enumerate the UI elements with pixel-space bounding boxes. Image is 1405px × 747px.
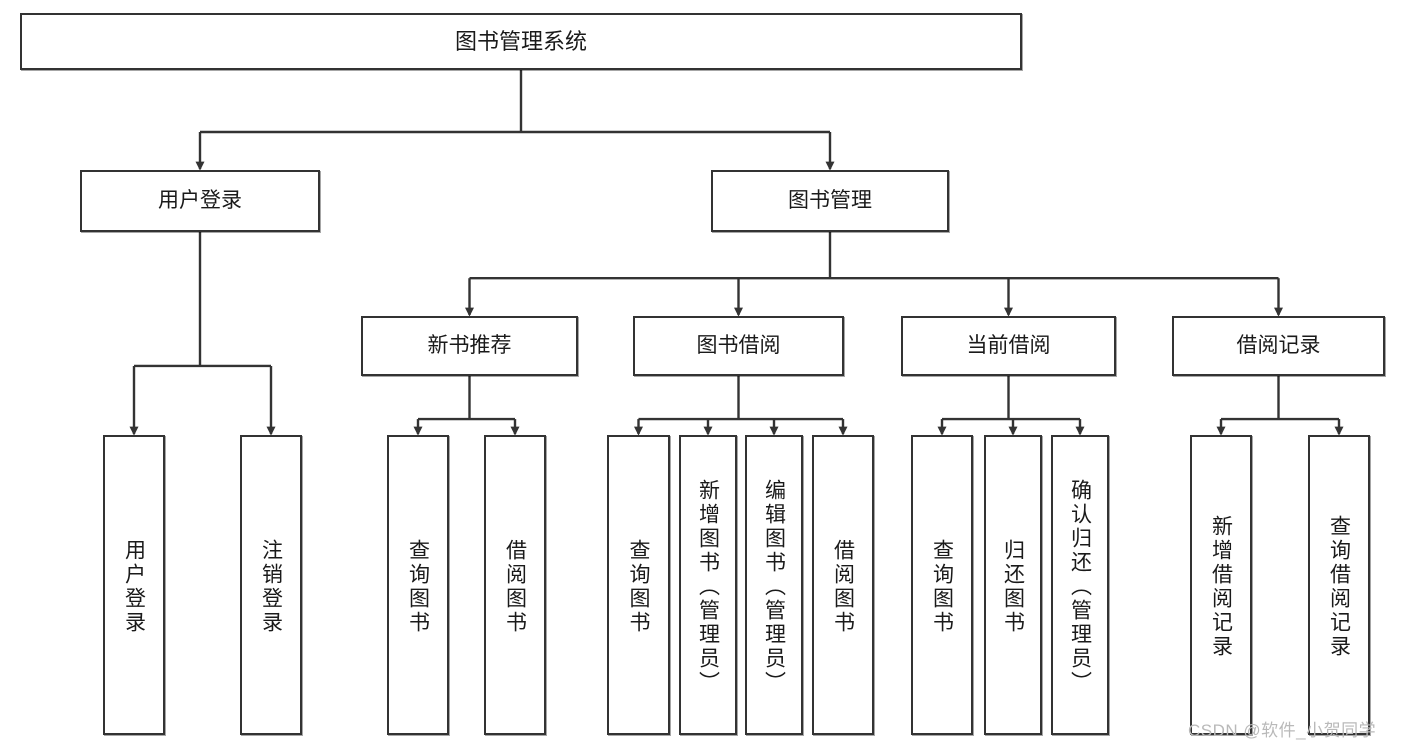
node-label: 新增借阅记录 (1209, 515, 1233, 659)
node-label: 借阅图书 (831, 539, 855, 635)
node-leaf-query-book-3[interactable]: 查询图书 (911, 435, 973, 735)
node-label: 当前借阅 (966, 333, 1051, 357)
node-leaf-user-login[interactable]: 用户登录 (103, 435, 165, 735)
node-leaf-borrow-book-1[interactable]: 借阅图书 (484, 435, 546, 735)
node-leaf-query-book-1[interactable]: 查询图书 (387, 435, 449, 735)
node-book-manage[interactable]: 图书管理 (711, 170, 949, 232)
node-leaf-confirm-return[interactable]: 确认归还（管理员） (1051, 435, 1109, 735)
node-label: 新书推荐 (427, 333, 512, 357)
node-current-borrow[interactable]: 当前借阅 (901, 316, 1116, 376)
node-label: 确认归还（管理员） (1068, 479, 1092, 695)
node-label: 用户登录 (122, 539, 146, 635)
node-leaf-query-book-2[interactable]: 查询图书 (607, 435, 670, 735)
node-leaf-add-book[interactable]: 新增图书（管理员） (679, 435, 737, 735)
node-leaf-query-record[interactable]: 查询借阅记录 (1308, 435, 1370, 735)
node-label: 归还图书 (1001, 539, 1025, 635)
node-root[interactable]: 图书管理系统 (20, 13, 1022, 70)
node-label: 用户登录 (158, 188, 242, 212)
node-label: 借阅图书 (503, 539, 527, 635)
node-leaf-edit-book[interactable]: 编辑图书（管理员） (745, 435, 803, 735)
node-label: 查询图书 (627, 539, 650, 635)
node-label: 查询图书 (930, 539, 954, 635)
node-new-book-rec[interactable]: 新书推荐 (361, 316, 578, 376)
node-label: 新增图书（管理员） (696, 479, 720, 695)
node-label: 图书借阅 (696, 333, 781, 357)
watermark-text: CSDN @软件_小贺同学 (1188, 721, 1377, 740)
node-label: 查询图书 (406, 539, 430, 635)
node-user-login[interactable]: 用户登录 (80, 170, 320, 232)
node-book-borrow[interactable]: 图书借阅 (633, 316, 844, 376)
node-label: 注销登录 (259, 539, 283, 635)
node-label: 借阅记录 (1236, 333, 1321, 357)
node-label: 编辑图书（管理员） (762, 479, 786, 695)
node-label: 图书管理系统 (454, 28, 587, 54)
node-leaf-borrow-book-2[interactable]: 借阅图书 (812, 435, 874, 735)
node-leaf-add-record[interactable]: 新增借阅记录 (1190, 435, 1252, 735)
node-label: 查询借阅记录 (1327, 515, 1351, 659)
node-borrow-record[interactable]: 借阅记录 (1172, 316, 1385, 376)
node-leaf-logout[interactable]: 注销登录 (240, 435, 302, 735)
node-leaf-return-book[interactable]: 归还图书 (984, 435, 1042, 735)
node-label: 图书管理 (788, 188, 872, 212)
